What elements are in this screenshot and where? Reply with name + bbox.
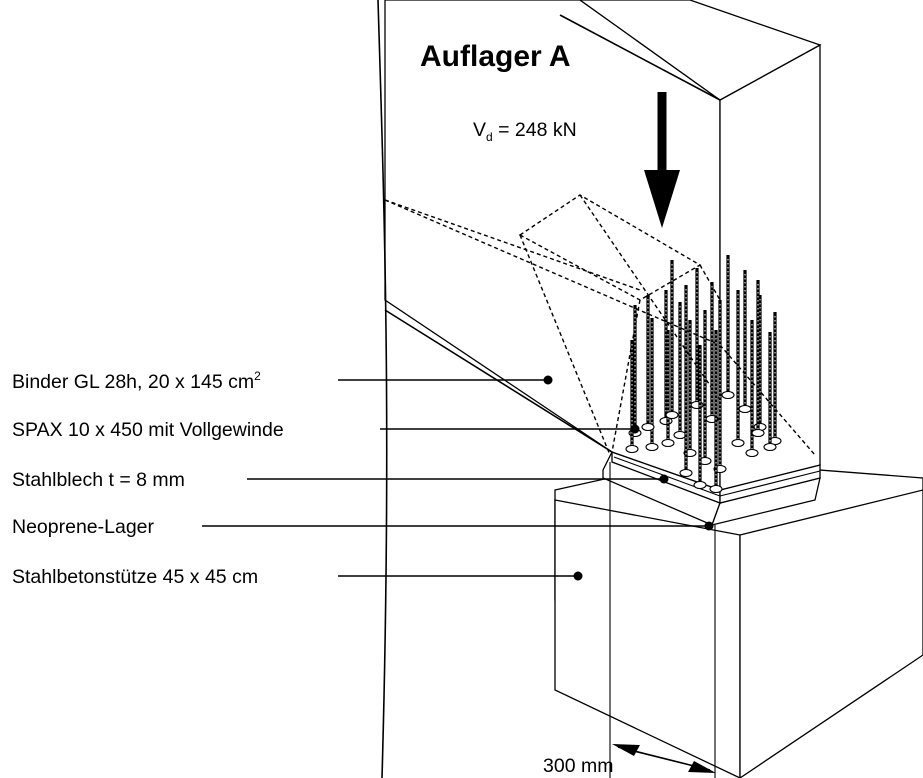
concrete-column (554, 459, 923, 778)
screw-head (673, 430, 687, 440)
break-line (377, 0, 388, 778)
screw-head (731, 438, 745, 448)
callout-binder: Binder GL 28h, 20 x 145 cm2 (12, 369, 553, 393)
leader-dot (573, 571, 583, 581)
screw-head (645, 442, 659, 452)
leader-dot (543, 375, 553, 385)
screw-head (745, 448, 759, 458)
callout-neoprene: Neoprene-Lager (12, 516, 714, 538)
label-neoprene: Neoprene-Lager (12, 516, 155, 538)
leader-dot (630, 424, 640, 434)
label-binder: Binder GL 28h, 20 x 145 cm2 (12, 369, 261, 393)
hidden-edge (384, 199, 721, 346)
screw-head (625, 444, 639, 454)
callout-spax: SPAX 10 x 450 mit Vollgewinde (12, 419, 640, 441)
label-spax: SPAX 10 x 450 mit Vollgewinde (12, 419, 284, 441)
spax-screw-group (625, 255, 782, 494)
screw-head (679, 468, 693, 478)
label-concrete-column: Stahlbetonstütze 45 x 45 cm (12, 566, 258, 588)
screw-head (721, 390, 735, 400)
screw-head (763, 442, 777, 452)
dimension-300: 300 mm (543, 462, 716, 778)
leader-dot (659, 474, 669, 484)
label-steel-plate: Stahlblech t = 8 mm (12, 469, 185, 491)
glulam-beam (384, 0, 822, 491)
screw-head (665, 410, 679, 420)
screw-head (661, 438, 675, 448)
column-left-face (554, 499, 741, 778)
load-arrow (644, 92, 680, 228)
screw-head (693, 480, 707, 490)
beam-top-face (578, 0, 822, 101)
screw-head (751, 428, 765, 438)
column-right-face (739, 489, 923, 778)
screw-head (709, 484, 723, 494)
dimension-label: 300 mm (543, 755, 613, 777)
drawing-title: Auflager A (420, 40, 571, 73)
callout-concrete-column: Stahlbetonstütze 45 x 45 cm (12, 566, 583, 588)
screw-head (641, 422, 655, 432)
callout-steel-plate: Stahlblech t = 8 mm (12, 469, 669, 491)
leader-dot (704, 521, 714, 531)
screw-head (738, 404, 752, 414)
load-label: Vd = 248 kN (473, 119, 577, 144)
